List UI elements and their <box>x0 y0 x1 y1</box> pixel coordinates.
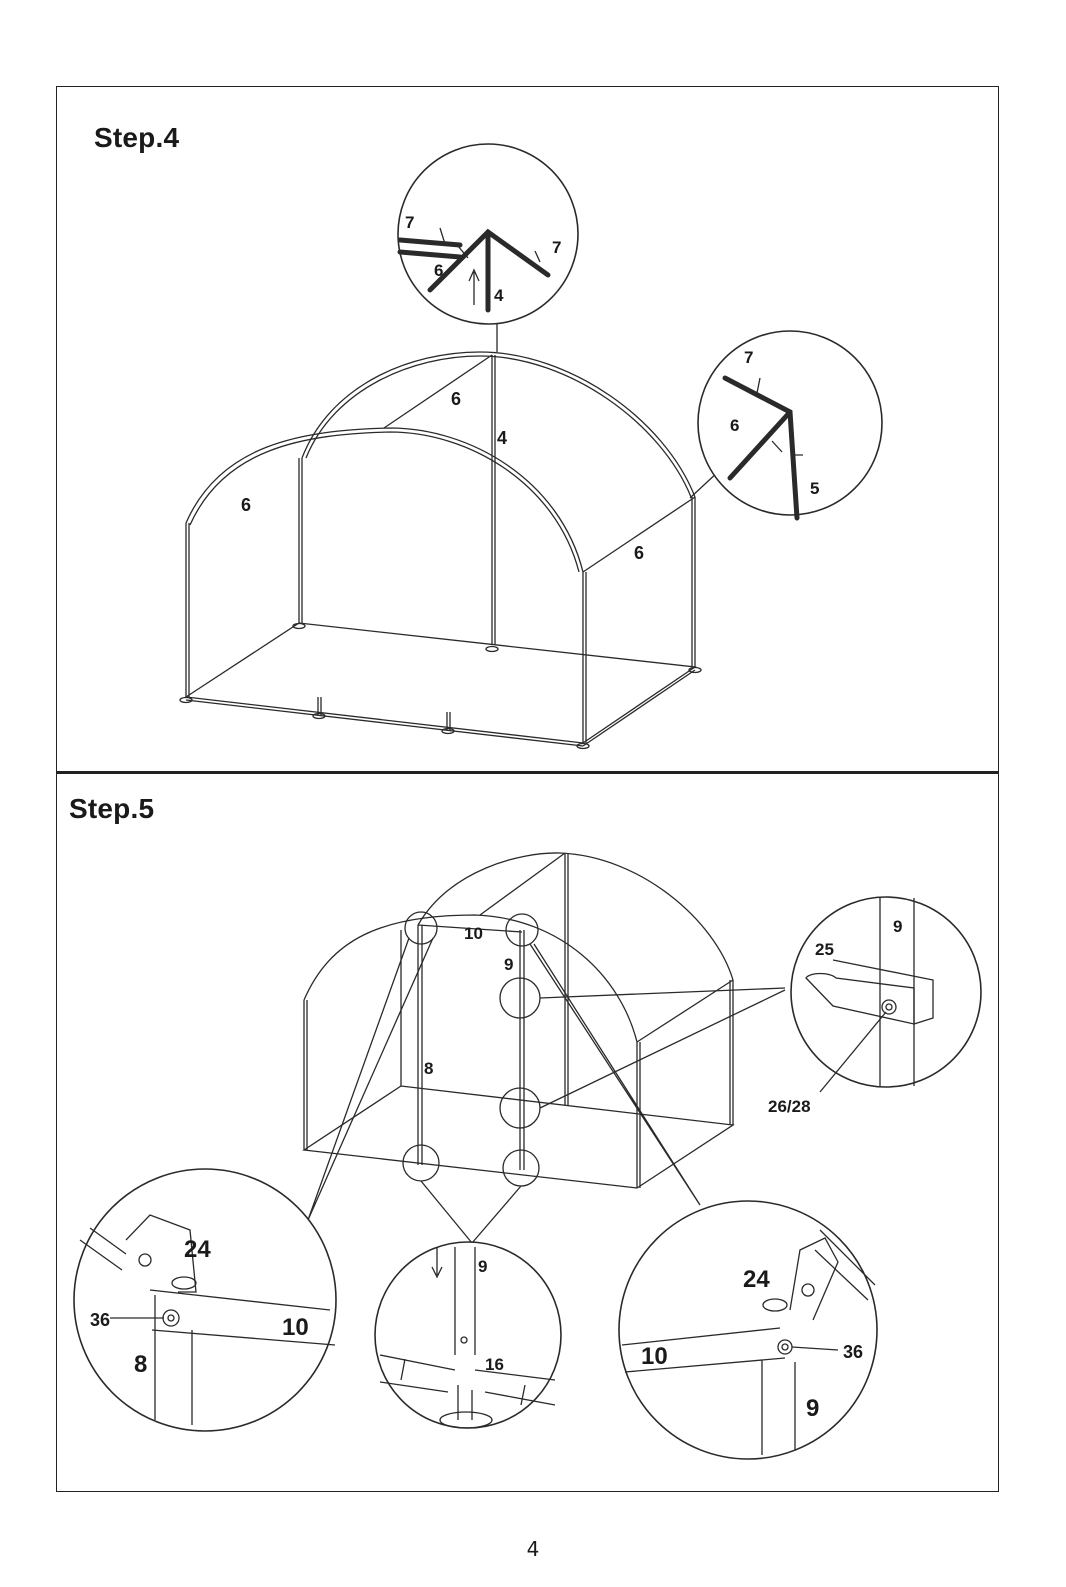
right-header-joint-detail: 24 10 36 9 <box>618 1200 878 1460</box>
left-joint-label-36: 36 <box>90 1310 110 1330</box>
right-joint-label-9: 9 <box>806 1395 819 1422</box>
corner-label-6: 6 <box>730 416 739 435</box>
connector-label-7-right: 7 <box>552 238 561 257</box>
step-5-frame-illustration: 10 9 8 <box>302 852 786 1244</box>
step-4-frame-illustration: 6 4 6 6 <box>179 313 721 750</box>
connector-label-4: 4 <box>494 286 504 305</box>
page-frame <box>56 86 999 1492</box>
side-pipe-label: 6 <box>634 543 644 563</box>
left-header-joint-detail: 24 36 10 8 <box>73 1168 337 1432</box>
base-label-9: 9 <box>478 1257 487 1276</box>
right-joint-label-36: 36 <box>843 1342 863 1362</box>
corner-label-7: 7 <box>744 348 753 367</box>
right-joint-label-24: 24 <box>743 1266 770 1293</box>
clip-label-9: 9 <box>893 917 902 936</box>
door-right-post-label: 9 <box>504 955 513 974</box>
left-arch-label: 6 <box>241 495 251 515</box>
arch-pipe-label: 6 <box>451 389 461 409</box>
ridge-post-label: 4 <box>497 428 507 448</box>
door-base-detail: 9 16 <box>374 1241 562 1429</box>
left-joint-label-8: 8 <box>134 1351 147 1378</box>
right-joint-label-10: 10 <box>641 1343 668 1370</box>
left-joint-label-10: 10 <box>282 1314 309 1341</box>
step-5-title: Step.5 <box>69 793 155 824</box>
door-clip-detail: 9 25 26/28 <box>768 896 982 1116</box>
clip-label-25: 25 <box>815 940 834 959</box>
page-number: 4 <box>526 1537 540 1561</box>
step-divider <box>56 771 999 774</box>
door-header-label: 10 <box>464 924 483 943</box>
connector-label-6: 6 <box>434 261 443 280</box>
clip-label-26-28: 26/28 <box>768 1097 811 1116</box>
top-connector-detail: 7 7 6 4 <box>397 143 579 325</box>
corner-label-5: 5 <box>810 479 819 498</box>
base-label-16: 16 <box>485 1355 504 1374</box>
connector-label-7-left: 7 <box>405 213 414 232</box>
left-joint-label-24: 24 <box>184 1236 211 1263</box>
step-4-title: Step.4 <box>94 122 180 153</box>
door-left-post-label: 8 <box>424 1059 433 1078</box>
corner-connector-detail: 7 6 5 <box>697 330 883 521</box>
